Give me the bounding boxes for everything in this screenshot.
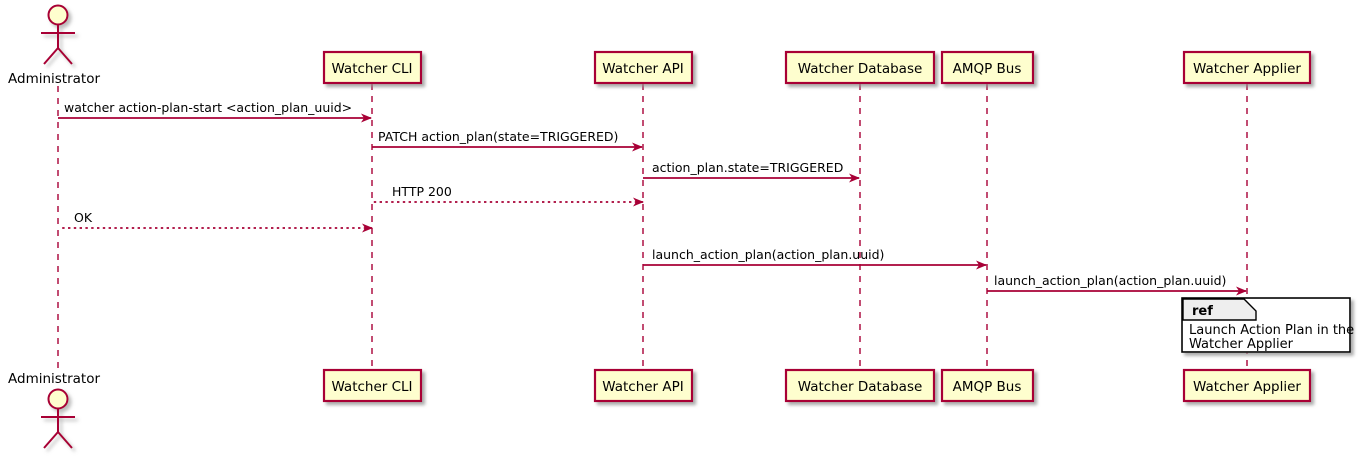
actor-leg-left-line [43, 431, 59, 449]
participant-box-watcher-applier-top[interactable]: Watcher Applier [1182, 50, 1312, 85]
message-http-200[interactable]: HTTP 200 [373, 184, 644, 207]
participant-box-rect [1182, 368, 1312, 403]
participant-label-watcher-applier-bottom: Watcher Applier [1193, 379, 1301, 395]
participant-box-rect [322, 368, 423, 403]
participant-box-watcher-database-top[interactable]: Watcher Database [784, 50, 936, 85]
message-label: OK [74, 210, 93, 225]
ref-block-title: ref [1192, 304, 1213, 319]
participant-box-watcher-api-bottom[interactable]: Watcher API [593, 368, 694, 403]
ref-block-line-1: Launch Action Plan in the [1189, 323, 1354, 338]
participant-label-watcher-cli-top: Watcher CLI [331, 61, 412, 77]
participant-box-rect [1182, 50, 1312, 85]
actor-administrator-top[interactable] [41, 4, 75, 65]
participant-label-watcher-database-bottom: Watcher Database [798, 379, 923, 395]
message-label: action_plan.state=TRIGGERED [652, 160, 843, 175]
participant-label-watcher-applier-top: Watcher Applier [1193, 61, 1301, 77]
ref-block-line-2: Watcher Applier [1189, 337, 1294, 352]
message-ok[interactable]: OK [59, 210, 373, 233]
participant-box-amqp-bus-bottom[interactable]: AMQP Bus [940, 368, 1035, 403]
participant-box-rect [593, 368, 694, 403]
participant-box-watcher-api-top[interactable]: Watcher API [593, 50, 694, 85]
participant-box-rect [784, 50, 936, 85]
message-label: launch_action_plan(action_plan.uuid) [652, 247, 884, 262]
participant-box-rect [940, 368, 1035, 403]
message-watcher-action-plan-start[interactable]: watcher action-plan-start <action_plan_u… [58, 100, 372, 123]
ref-block[interactable]: ref Launch Action Plan in the Watcher Ap… [1181, 297, 1354, 353]
message-label: watcher action-plan-start <action_plan_u… [64, 100, 352, 115]
actor-head-icon [47, 4, 69, 26]
lifelines-group [57, 84, 1248, 370]
ref-header-tab [1182, 298, 1257, 321]
message-launch-action-plan-to-applier[interactable]: launch_action_plan(action_plan.uuid) [987, 273, 1247, 296]
actor-administrator-bottom[interactable] [41, 388, 75, 449]
participant-box-amqp-bus-top[interactable]: AMQP Bus [940, 50, 1035, 85]
participant-label-watcher-database-top: Watcher Database [798, 61, 923, 77]
participant-box-rect [322, 50, 423, 85]
participant-label-watcher-cli-bottom: Watcher CLI [331, 379, 412, 395]
message-patch-action-plan[interactable]: PATCH action_plan(state=TRIGGERED) [372, 129, 643, 152]
participant-box-watcher-cli-bottom[interactable]: Watcher CLI [322, 368, 423, 403]
actor-leg-right-line [57, 47, 73, 65]
participant-box-rect [940, 50, 1035, 85]
message-label: HTTP 200 [392, 184, 452, 199]
actor-leg-left-line [43, 47, 59, 65]
participant-label-amqp-bus-top: AMQP Bus [953, 61, 1022, 77]
actor-label-administrator-bottom: Administrator [8, 371, 100, 387]
participant-label-watcher-api-top: Watcher API [602, 61, 684, 77]
message-launch-action-plan-to-bus[interactable]: launch_action_plan(action_plan.uuid) [643, 247, 987, 270]
participant-box-watcher-applier-bottom[interactable]: Watcher Applier [1182, 368, 1312, 403]
message-action-plan-state-triggered[interactable]: action_plan.state=TRIGGERED [643, 160, 860, 183]
participant-box-rect [593, 50, 694, 85]
message-label: PATCH action_plan(state=TRIGGERED) [378, 129, 618, 144]
participant-box-rect [784, 368, 936, 403]
actor-head-icon [47, 388, 69, 410]
participant-label-watcher-api-bottom: Watcher API [602, 379, 684, 395]
participant-box-watcher-database-bottom[interactable]: Watcher Database [784, 368, 936, 403]
actor-label-administrator-top: Administrator [8, 71, 100, 87]
participant-box-watcher-cli-top[interactable]: Watcher CLI [322, 50, 423, 85]
participant-label-amqp-bus-bottom: AMQP Bus [953, 379, 1022, 395]
actor-leg-right-line [57, 431, 73, 449]
message-label: launch_action_plan(action_plan.uuid) [994, 273, 1226, 288]
